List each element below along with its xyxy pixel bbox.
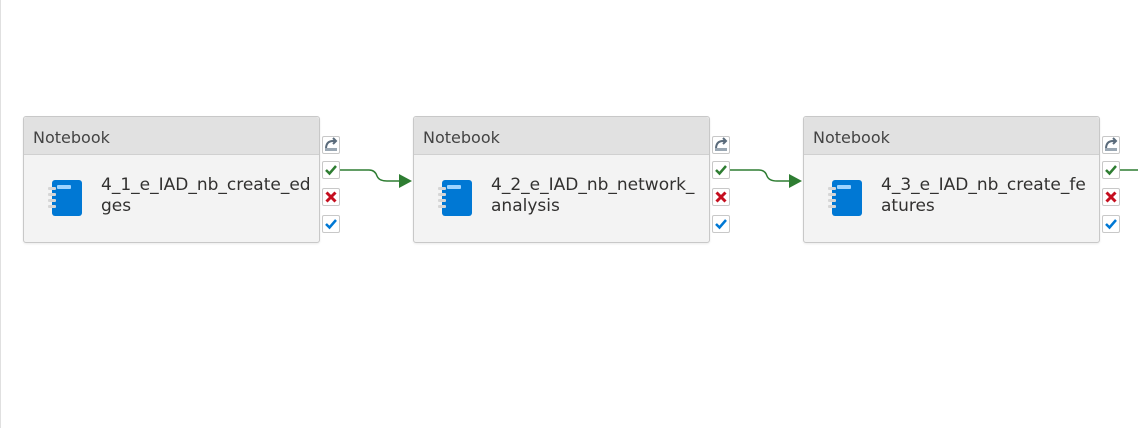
skip-port[interactable] <box>1102 136 1120 154</box>
success-check-icon <box>715 165 727 176</box>
success-check-icon <box>325 165 337 176</box>
completion-port[interactable] <box>712 215 730 233</box>
notebook-icon <box>438 180 472 216</box>
skip-arrow-icon <box>325 137 338 151</box>
skip-port[interactable] <box>712 136 730 154</box>
activity-type-label: Notebook <box>804 117 1099 155</box>
activity-notebook-1[interactable]: Notebook 4_1_e_IAD_nb_create_edges <box>23 116 320 243</box>
completion-check-icon <box>325 219 337 230</box>
activity-name: 4_3_e_IAD_nb_create_features <box>881 175 1086 216</box>
connector-2-3[interactable] <box>730 169 789 182</box>
activity-name: 4_1_e_IAD_nb_create_edges <box>101 175 311 216</box>
completion-check-icon <box>715 219 727 230</box>
activity-name: 4_2_e_IAD_nb_network_analysis <box>491 175 695 216</box>
notebook-icon <box>48 180 82 216</box>
failure-port[interactable] <box>1102 188 1120 206</box>
skip-arrow-icon <box>1105 137 1118 151</box>
connector-arrow-2-3 <box>789 174 802 188</box>
completion-port[interactable] <box>322 215 340 233</box>
skip-arrow-icon <box>715 137 728 151</box>
connector-arrow-1-2 <box>399 174 412 188</box>
activity-notebook-2[interactable]: Notebook 4_2_e_IAD_nb_network_analysis <box>413 116 710 243</box>
failure-x-icon <box>325 191 337 203</box>
activity-type-label: Notebook <box>414 117 709 155</box>
success-port[interactable] <box>322 161 340 179</box>
failure-x-icon <box>1105 191 1117 203</box>
success-check-icon <box>1105 165 1117 176</box>
completion-port[interactable] <box>1102 215 1120 233</box>
activity-type-label: Notebook <box>24 117 319 155</box>
success-port[interactable] <box>1102 161 1120 179</box>
completion-check-icon <box>1105 219 1117 230</box>
activity-notebook-3[interactable]: Notebook 4_3_e_IAD_nb_create_features <box>803 116 1100 243</box>
failure-port[interactable] <box>322 188 340 206</box>
skip-port[interactable] <box>322 136 340 154</box>
connector-1-2[interactable] <box>340 169 399 182</box>
success-port[interactable] <box>712 161 730 179</box>
failure-x-icon <box>715 191 727 203</box>
failure-port[interactable] <box>712 188 730 206</box>
notebook-icon <box>828 180 862 216</box>
